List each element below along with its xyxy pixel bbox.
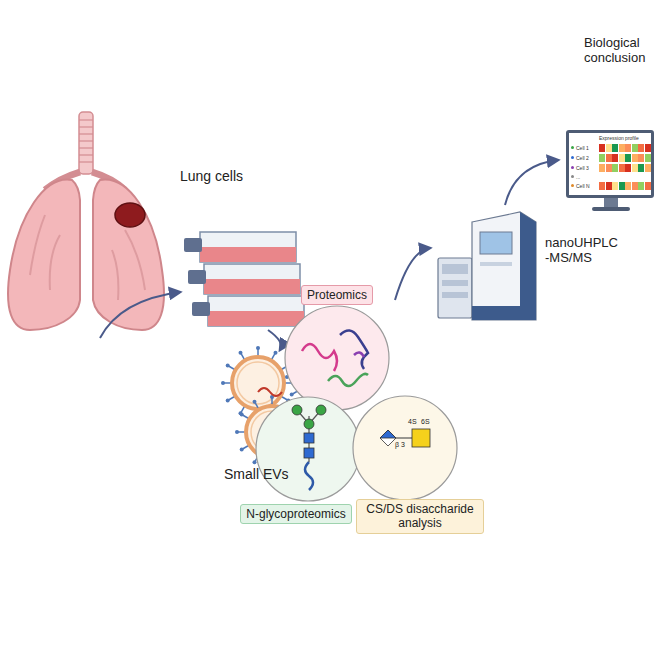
heatmap-cell xyxy=(625,182,631,190)
circle-outline xyxy=(284,305,390,411)
heatmap-cell xyxy=(599,164,605,172)
heatmap-cell xyxy=(619,154,625,162)
row-label: Cell 3 xyxy=(576,165,589,171)
method-label: Proteomics xyxy=(301,285,373,305)
heatmap-cell xyxy=(645,182,651,190)
omics-circle: Proteomics xyxy=(284,305,390,411)
heatmap-cell xyxy=(645,164,651,172)
heatmap-cell xyxy=(645,154,651,162)
monitor-screen: Expression profileCell 1 Cell 2 Cell 3... C… xyxy=(566,130,654,198)
heatmap-cell xyxy=(619,164,625,172)
heatmap-cell xyxy=(619,182,625,190)
heatmap-cell xyxy=(612,154,618,162)
row-dot xyxy=(571,175,574,178)
heatmap-cell xyxy=(638,154,644,162)
sulfation-label: 6S xyxy=(421,418,430,426)
row-label: Cell N xyxy=(576,183,590,189)
omics-circle: N-glycoproteomics xyxy=(255,396,361,502)
figure-label: Lung cells xyxy=(180,168,243,184)
row-dot xyxy=(571,166,574,169)
row-dot xyxy=(571,156,574,159)
monitor-stand xyxy=(592,198,630,211)
circle-outline xyxy=(352,395,458,501)
heatmap-cell xyxy=(606,154,612,162)
heatmap-cell xyxy=(625,154,631,162)
screen-heading: Expression profile xyxy=(599,135,639,141)
heatmap-cell xyxy=(599,154,605,162)
heatmap-cell xyxy=(606,144,612,152)
heatmap-cell xyxy=(612,164,618,172)
heatmap-cell xyxy=(638,144,644,152)
method-label: CS/DS disaccharide analysis xyxy=(356,499,484,534)
row-label: ... xyxy=(576,174,580,180)
row-dot xyxy=(571,146,574,149)
heatmap-cell xyxy=(638,182,644,190)
row-dot xyxy=(571,184,574,187)
sulfation-label: 4S xyxy=(408,418,417,426)
heatmap-cell xyxy=(638,164,644,172)
circle-outline xyxy=(255,396,361,502)
heatmap-cell xyxy=(645,144,651,152)
omics-circle: CS/DS disaccharide analysis xyxy=(352,395,458,501)
heatmap-cell xyxy=(606,164,612,172)
linkage-label: β 3 xyxy=(395,441,405,449)
heatmap-cell xyxy=(619,144,625,152)
lc-ms-instrument xyxy=(438,212,536,320)
heatmap-cell xyxy=(632,182,638,190)
heatmap-cell xyxy=(625,144,631,152)
heatmap-cell xyxy=(606,182,612,190)
heatmap-cell xyxy=(625,164,631,172)
lungs xyxy=(8,112,164,330)
instrument-label: nanoUHPLC-MS/MS xyxy=(545,236,621,266)
heatmap-cell xyxy=(632,154,638,162)
figure-label: Biological conclusion xyxy=(584,36,660,66)
heatmap-cell xyxy=(599,182,605,190)
culture-flasks xyxy=(184,232,304,326)
heatmap-cell xyxy=(612,144,618,152)
row-label: Cell 2 xyxy=(576,155,589,161)
method-label: N-glycoproteomics xyxy=(240,504,351,524)
row-label: Cell 1 xyxy=(576,145,589,151)
figure-label: Small EVs xyxy=(224,466,289,482)
heatmap-cell xyxy=(612,182,618,190)
heatmap-cell xyxy=(632,164,638,172)
heatmap-cell xyxy=(632,144,638,152)
heatmap-cell xyxy=(599,144,605,152)
